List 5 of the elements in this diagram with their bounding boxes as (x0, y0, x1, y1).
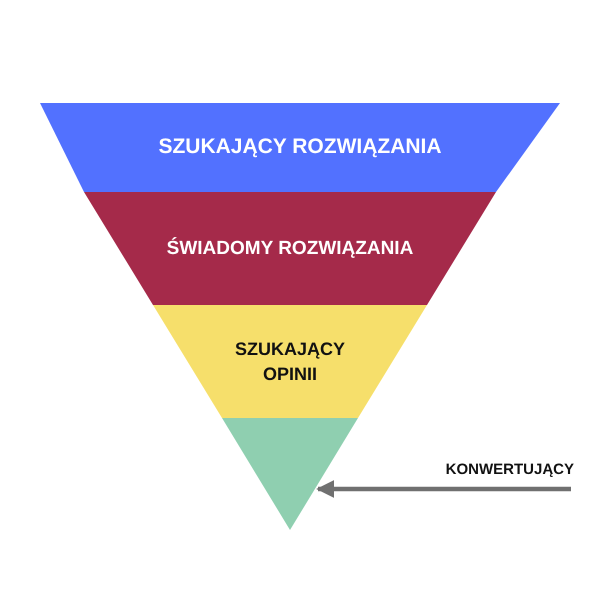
side-label: KONWERTUJĄCY (446, 460, 574, 480)
arrow (316, 480, 571, 498)
stage-label: SZUKAJĄCY OPINII (234, 338, 346, 386)
stage-label: ŚWIADOMY ROZWIĄZANIA (166, 236, 414, 261)
stage-label: SZUKAJĄCY ROZWIĄZANIA (158, 134, 442, 160)
